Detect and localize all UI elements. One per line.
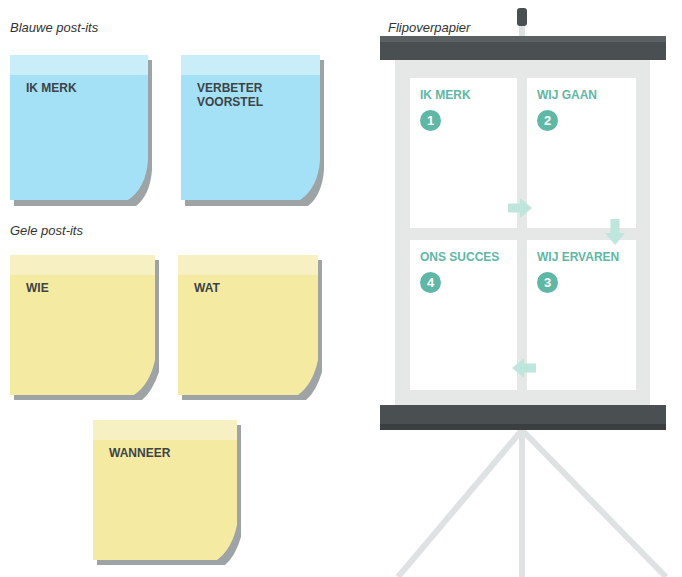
- yellow-postit: [10, 255, 159, 400]
- flipchart-quadrant: ONS SUCCES 4: [410, 240, 517, 390]
- quadrant-heading: IK MERK: [420, 88, 507, 102]
- postit-label: WAT: [194, 281, 308, 295]
- flow-arrow: [508, 204, 520, 213]
- blue-postit: [181, 55, 324, 206]
- blue-postit: VERBETER VOORSTEL: [181, 55, 320, 200]
- blue-postit: [10, 55, 152, 206]
- number-wrap: 4: [420, 264, 507, 293]
- step-number: 2: [537, 110, 558, 131]
- postit-label: WIE: [26, 281, 145, 295]
- flipchart-quadrant: IK MERK 1: [410, 78, 517, 228]
- postit-label: IK MERK: [26, 81, 138, 95]
- number-wrap: 2: [537, 102, 626, 131]
- flow-arrow: [611, 219, 620, 233]
- flipchart: [380, 8, 666, 577]
- number-wrap: 3: [537, 264, 626, 293]
- step-number: 4: [420, 272, 441, 293]
- postit-label: VERBETER VOORSTEL: [197, 81, 310, 109]
- flipchart-quadrant: WIJ ERVAREN 3: [527, 240, 636, 390]
- quadrant-heading: WIJ ERVAREN: [537, 250, 626, 264]
- flipchart-quadrant: WIJ GAAN 2: [527, 78, 636, 228]
- number-wrap: 1: [420, 102, 507, 131]
- yellow-postit: WANNEER: [93, 420, 237, 560]
- yellow-postit: [178, 255, 322, 400]
- section-heading: Blauwe post-its: [10, 20, 98, 35]
- yellow-postit: WIE: [10, 255, 155, 395]
- section-heading: Gele post-its: [10, 223, 83, 238]
- step-number: 3: [537, 272, 558, 293]
- quadrant-heading: WIJ GAAN: [537, 88, 626, 102]
- quadrant-heading: ONS SUCCES: [420, 250, 507, 264]
- yellow-postit: [93, 420, 241, 565]
- blue-postit: IK MERK: [10, 55, 148, 200]
- step-number: 1: [420, 110, 441, 131]
- postit-label: WANNEER: [109, 446, 227, 460]
- flow-arrow: [524, 364, 536, 373]
- yellow-postit: WAT: [178, 255, 318, 395]
- section-heading: Flipoverpapier: [388, 20, 470, 35]
